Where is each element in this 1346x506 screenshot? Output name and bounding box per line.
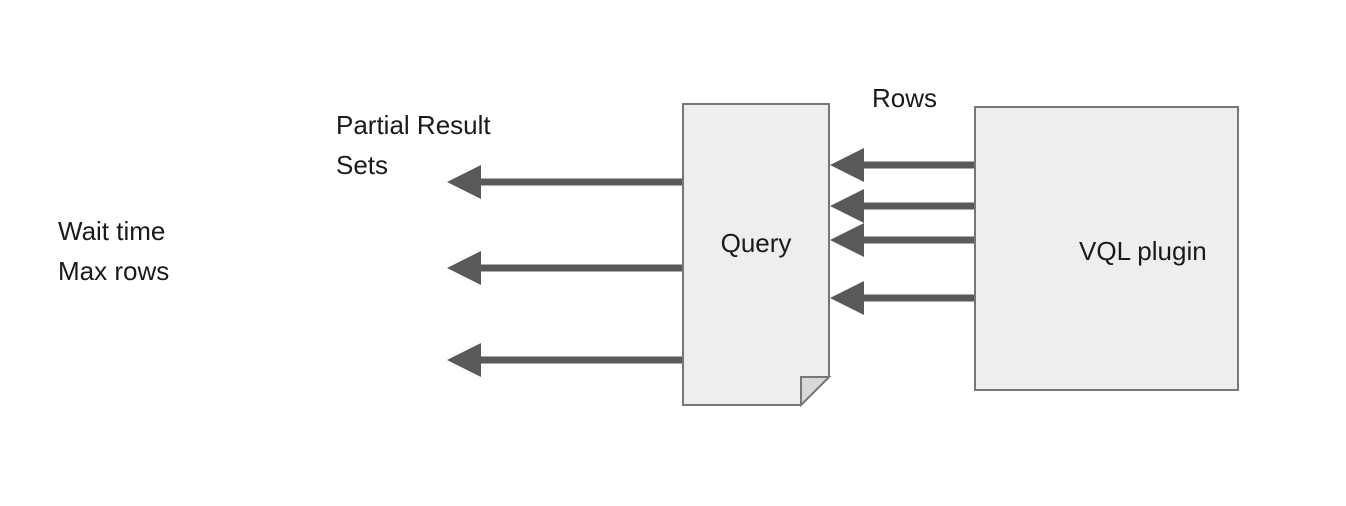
incoming-arrow-2	[830, 189, 975, 223]
node-vql-plugin-body	[974, 106, 1239, 391]
label-rows: Rows	[872, 83, 937, 113]
node-vql-plugin-label: VQL plugin	[1079, 236, 1207, 266]
label-max-rows: Max rows	[58, 256, 169, 286]
label-partial-result-sets: Partial Result Sets	[336, 110, 491, 180]
incoming-arrow-1-head	[830, 148, 864, 182]
node-query[interactable]: Query	[682, 103, 832, 408]
node-query-label: Query	[721, 228, 792, 258]
incoming-arrow-3-head	[830, 223, 864, 257]
incoming-arrow-2-head	[830, 189, 864, 223]
incoming-arrow-1	[830, 148, 975, 182]
outgoing-arrow-1	[447, 165, 683, 199]
outgoing-arrow-2-head	[447, 251, 481, 285]
label-partial-result-sets-line1: Partial Result	[336, 110, 491, 140]
label-rows-text: Rows	[872, 83, 937, 113]
outgoing-arrow-2	[447, 251, 683, 285]
node-vql-plugin[interactable]: VQL plugin	[974, 106, 1239, 391]
incoming-arrow-group	[830, 148, 975, 315]
outgoing-arrow-3	[447, 343, 683, 377]
incoming-arrow-3	[830, 223, 975, 257]
label-wait-time-max-rows: Wait time Max rows	[58, 216, 169, 286]
label-wait-time: Wait time	[58, 216, 165, 246]
outgoing-arrow-3-head	[447, 343, 481, 377]
outgoing-arrow-1-head	[447, 165, 481, 199]
label-partial-result-sets-line2: Sets	[336, 150, 388, 180]
incoming-arrow-4-head	[830, 281, 864, 315]
incoming-arrow-4	[830, 281, 975, 315]
node-query-fold-icon	[800, 376, 832, 408]
outgoing-arrow-group	[447, 165, 683, 377]
